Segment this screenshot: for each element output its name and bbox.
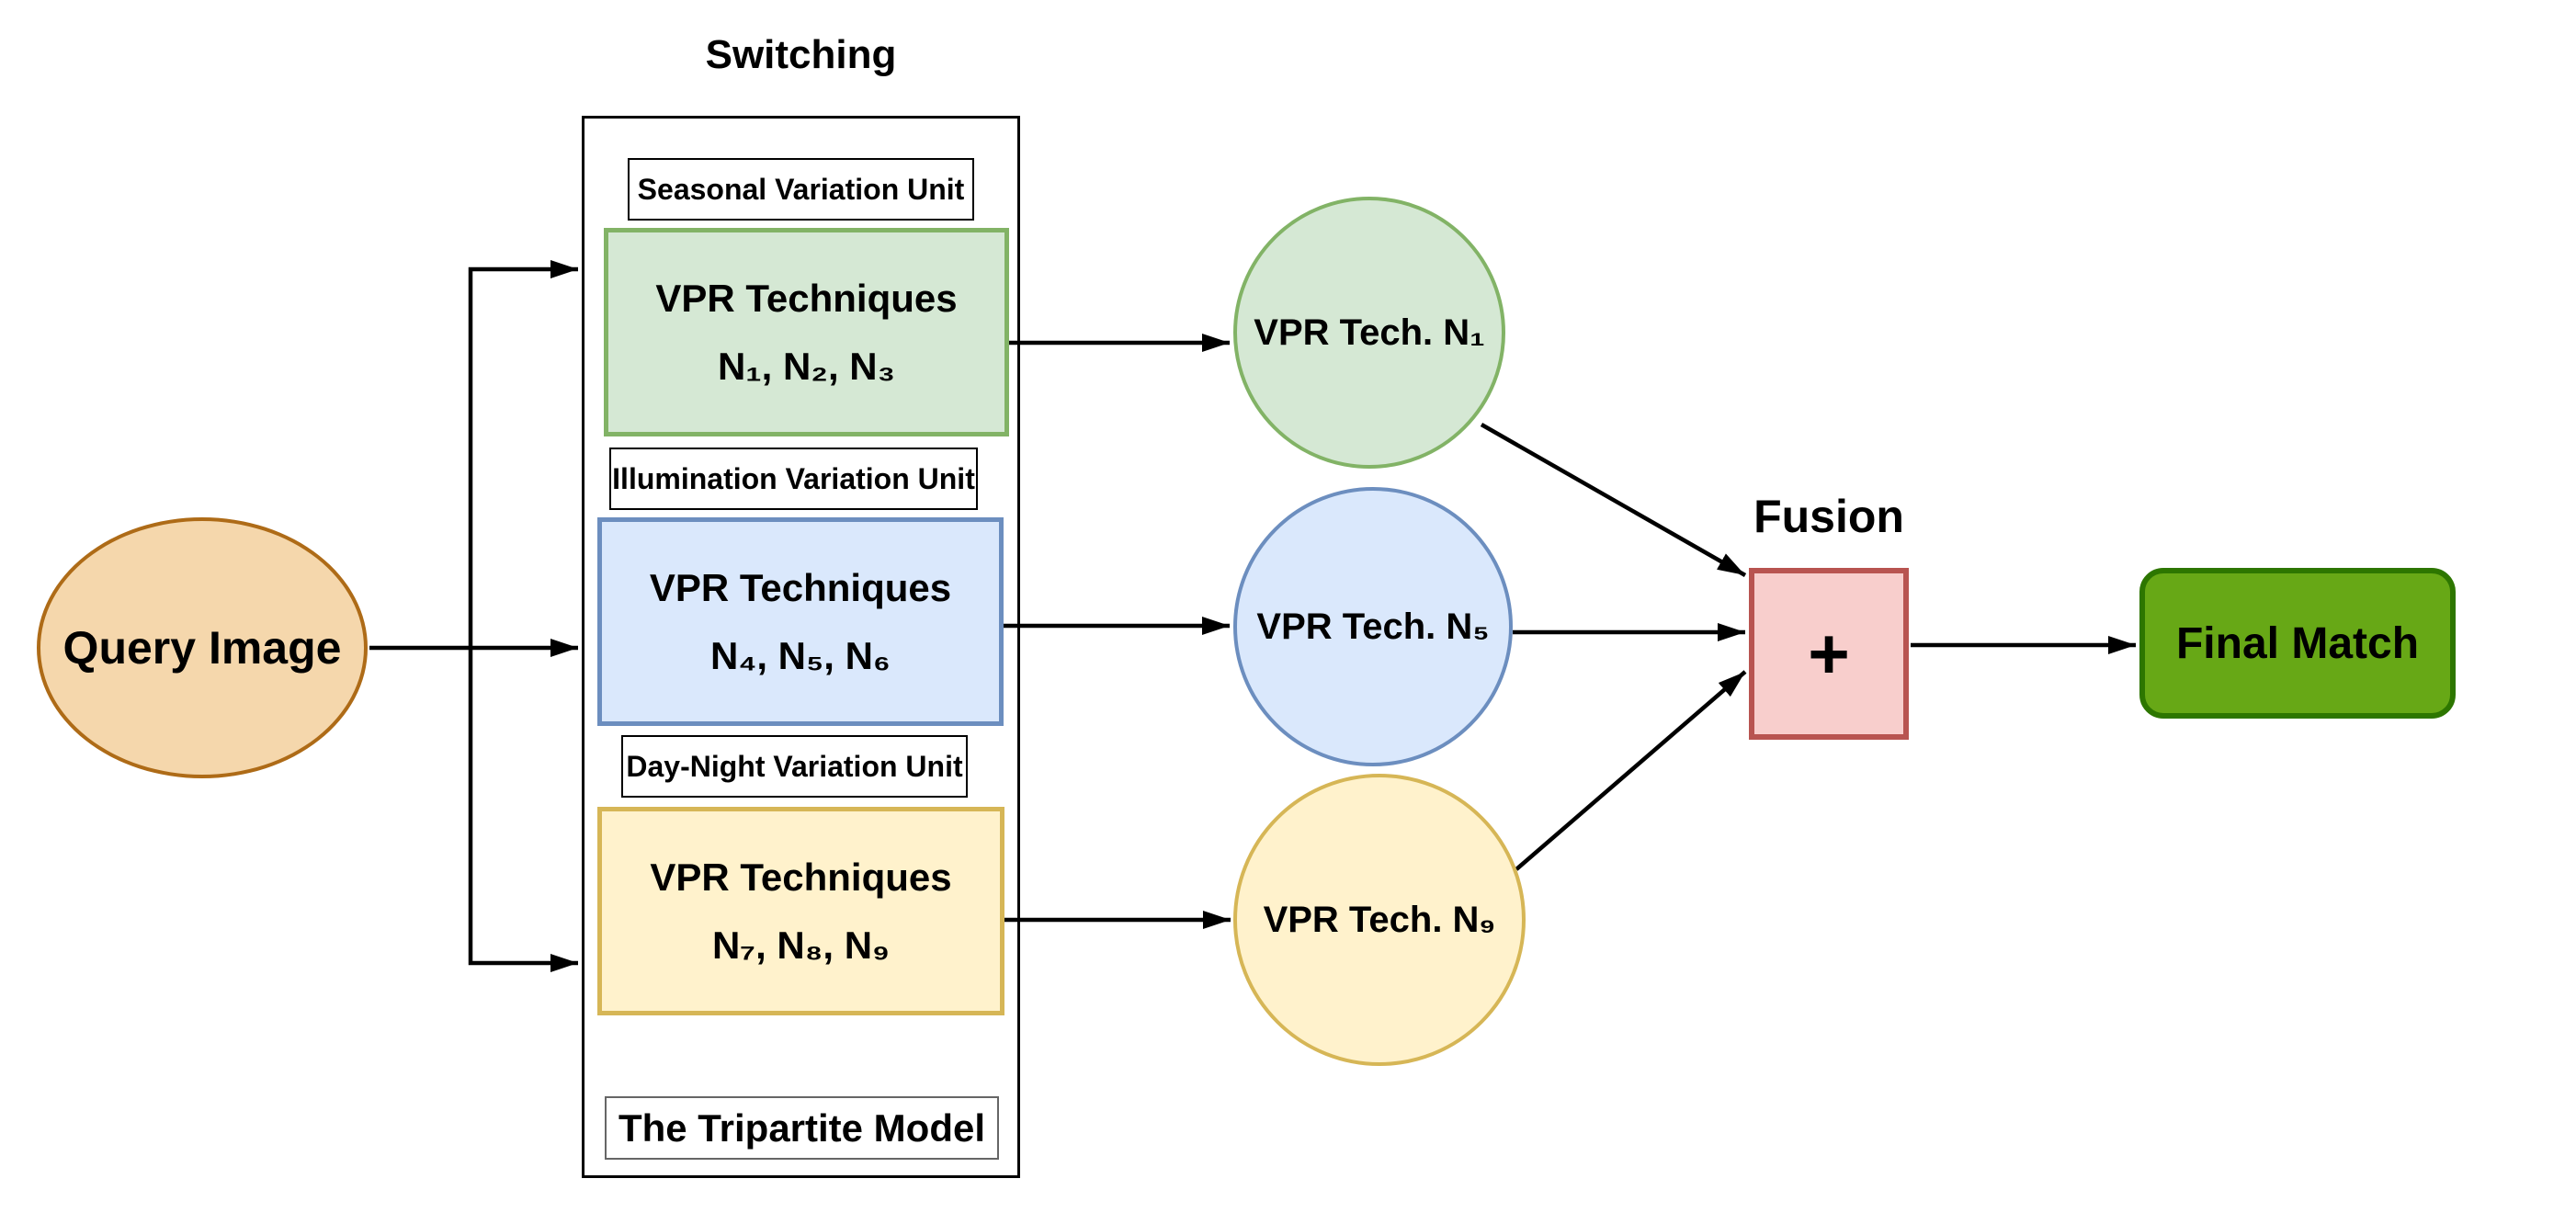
daynight-vpr-techniques-box: VPR Techniques N₇, N₈, N₉ (597, 807, 1004, 1015)
illumination-vpr-techniques-line1: VPR Techniques (649, 566, 952, 609)
illumination-vpr-techniques-line2: N₄, N₅, N₆ (709, 633, 891, 677)
vpr-tech-n9-label: VPR Tech. N₉ (1263, 899, 1496, 940)
vpr-tech-n9-circle: VPR Tech. N₉ (1233, 774, 1526, 1066)
seasonal-vpr-techniques-line2: N₁, N₂, N₃ (717, 344, 896, 388)
daynight-vpr-techniques-line2: N₇, N₈, N₉ (711, 923, 891, 967)
illumination-vpr-techniques-box: VPR Techniques N₄, N₅, N₆ (597, 517, 1004, 726)
query-image-label: Query Image (62, 622, 342, 674)
fusion-title: Fusion (1753, 491, 1904, 542)
tripartite-model-label: The Tripartite Model (605, 1096, 999, 1160)
seasonal-vpr-techniques-line1: VPR Techniques (655, 277, 958, 320)
final-match-node: Final Match (2139, 568, 2456, 719)
seasonal-vpr-techniques-box: VPR Techniques N₁, N₂, N₃ (604, 228, 1009, 436)
query-image-node: Query Image (37, 517, 368, 778)
connector-circle-n9-to-fusion (1515, 670, 1747, 871)
connector-circle-n1-to-fusion (1480, 423, 1747, 577)
connector-branch-to-daynight-unit (468, 648, 578, 972)
final-match-label: Final Match (2175, 618, 2420, 668)
vpr-tech-n1-circle: VPR Tech. N₁ (1233, 197, 1505, 469)
daynight-vpr-techniques-line1: VPR Techniques (650, 856, 952, 899)
vpr-tech-n5-label: VPR Tech. N₅ (1256, 606, 1490, 647)
fusion-plus-operator: + (1808, 613, 1850, 694)
connector-branch-to-seasonal-unit (468, 260, 578, 648)
vpr-tech-n5-circle: VPR Tech. N₅ (1233, 487, 1513, 766)
fusion-box: + (1749, 568, 1909, 740)
daynight-variation-unit-label: Day-Night Variation Unit (621, 735, 968, 798)
switching-title: Switching (705, 32, 897, 77)
vpr-tech-n1-label: VPR Tech. N₁ (1254, 312, 1485, 353)
illumination-variation-unit-label: Illumination Variation Unit (609, 448, 978, 510)
seasonal-variation-unit-label: Seasonal Variation Unit (628, 158, 974, 221)
switching-container-box (582, 116, 1020, 1178)
